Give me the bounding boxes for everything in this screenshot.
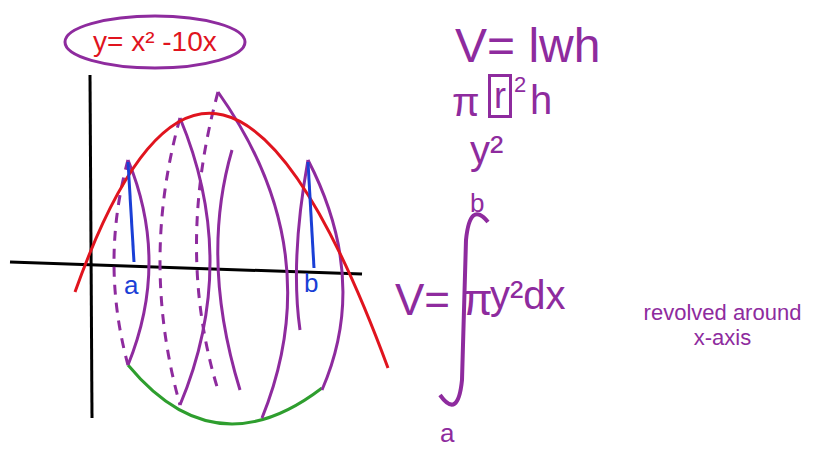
handwritten-label: y²dx: [490, 275, 566, 315]
radius-line: [128, 162, 134, 262]
handwritten-label: revolved around x-axis: [640, 300, 805, 351]
disk-slices: [114, 92, 343, 418]
parabola: [75, 113, 388, 368]
node-text: y= x² -10x: [93, 28, 247, 56]
handwritten-label: V= lwh: [455, 22, 600, 70]
handwritten-label: b: [470, 190, 484, 216]
handwritten-label: y²: [470, 130, 503, 170]
handwritten-label: b: [304, 270, 318, 296]
handwritten-label: V= π: [395, 278, 493, 322]
handwritten-label: h: [530, 80, 552, 120]
handwritten-label: a: [124, 272, 138, 298]
handwritten-label: π: [452, 82, 480, 122]
boxed-variable: r: [488, 74, 512, 118]
handwritten-label: a: [440, 420, 454, 446]
node-text: r: [494, 78, 512, 114]
reflected-curve: [128, 365, 322, 424]
circled-equation: y= x² -10x: [63, 14, 247, 70]
radius-line: [308, 162, 314, 268]
handwritten-label: 2: [514, 74, 526, 96]
